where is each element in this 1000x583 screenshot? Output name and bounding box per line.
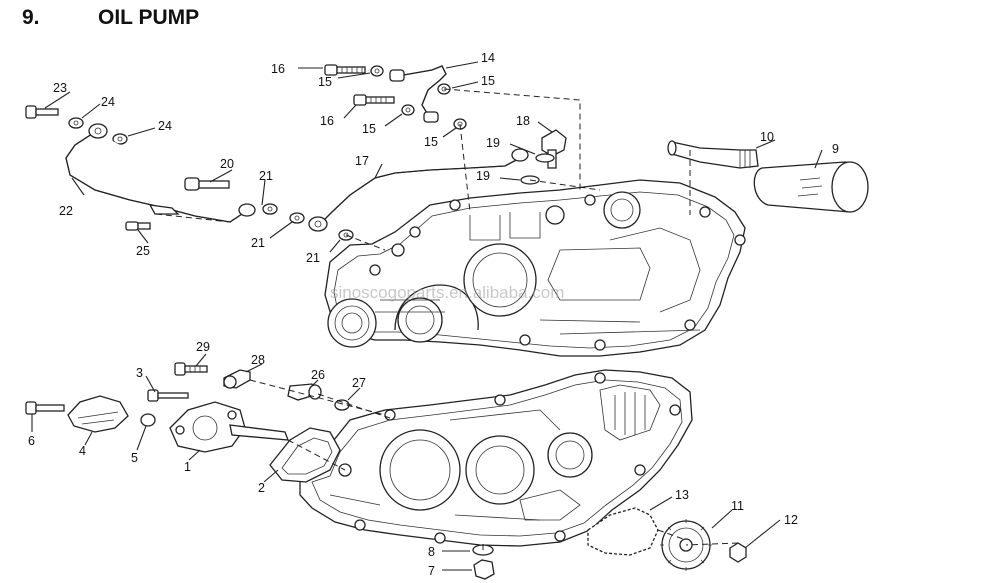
callout-15-right: 15 — [481, 74, 495, 88]
oil-pipe-22 — [65, 123, 256, 223]
callout-11: 11 — [731, 499, 744, 513]
washer-21-upper — [262, 203, 278, 215]
bolt-23 — [25, 105, 59, 119]
oil-pipe-14 — [389, 65, 447, 123]
callout-6: 6 — [28, 434, 35, 448]
section-heading: 9. OIL PUMP — [22, 6, 199, 30]
oil-pump-1 — [169, 401, 289, 453]
callout-16-lower: 16 — [320, 114, 334, 128]
callout-15-middle: 15 — [362, 122, 376, 136]
oil-pipe-17 — [308, 148, 529, 232]
callout-26: 26 — [311, 368, 325, 382]
callout-24-left: 24 — [101, 95, 115, 109]
section-title: OIL PUMP — [98, 6, 200, 29]
callout-2: 2 — [258, 481, 265, 495]
callout-15-lower: 15 — [424, 135, 438, 149]
callout-27: 27 — [352, 376, 366, 390]
callout-25: 25 — [136, 244, 150, 258]
bolt-29 — [174, 362, 208, 376]
callout-14: 14 — [481, 51, 495, 65]
callout-12: 12 — [784, 513, 798, 527]
callout-9: 9 — [832, 142, 839, 156]
callout-23: 23 — [53, 81, 67, 95]
callout-22: 22 — [59, 204, 73, 218]
dowel-28 — [223, 369, 251, 389]
callout-29: 29 — [196, 340, 210, 354]
callout-21-middle: 21 — [251, 236, 265, 250]
callout-5: 5 — [131, 451, 138, 465]
washer-21-middle — [289, 212, 305, 224]
drive-chain-13 — [587, 507, 659, 556]
callout-8: 8 — [428, 545, 435, 559]
callout-19-upper: 19 — [486, 136, 500, 150]
washer-24-right — [112, 133, 128, 145]
callout-18: 18 — [516, 114, 530, 128]
callout-17: 17 — [355, 154, 369, 168]
callout-24-right: 24 — [158, 119, 172, 133]
dowel-26 — [287, 383, 322, 401]
washer-19-upper — [535, 153, 555, 163]
callout-3: 3 — [136, 366, 143, 380]
callout-19-lower: 19 — [476, 169, 490, 183]
section-number: 9. — [22, 6, 40, 29]
washer-15-middle — [401, 104, 415, 116]
lower-crankcase — [299, 369, 693, 547]
alignment-lines — [155, 88, 739, 550]
watermark-text: sinoscogoparts.en.alibaba.com — [330, 283, 564, 302]
drain-bolt-7 — [473, 559, 495, 580]
bolt-20 — [184, 177, 230, 191]
bolt-16-upper — [324, 64, 366, 76]
union-bolt-10 — [667, 140, 759, 169]
callout-28: 28 — [251, 353, 265, 367]
upper-crankcase — [324, 179, 746, 357]
callout-7: 7 — [428, 564, 435, 578]
callout-4: 4 — [79, 444, 86, 458]
callout-10: 10 — [760, 130, 774, 144]
callout-13: 13 — [675, 488, 689, 502]
callout-20: 20 — [220, 157, 234, 171]
callout-15-upper: 15 — [318, 75, 332, 89]
callout-21-lower: 21 — [306, 251, 320, 265]
gasket-2 — [269, 427, 341, 483]
nut-12 — [729, 542, 747, 563]
o-ring-5 — [140, 413, 156, 427]
oil-strainer-4 — [67, 395, 129, 433]
callout-numbers: 16 15 14 15 16 15 15 18 19 19 17 23 24 2… — [28, 51, 839, 578]
bolt-25 — [125, 221, 151, 231]
bolt-6 — [25, 401, 65, 415]
washer-15-upper — [370, 65, 384, 77]
callout-1: 1 — [184, 460, 191, 474]
callout-16-upper: 16 — [271, 62, 285, 76]
bolt-3 — [147, 389, 189, 402]
bolt-16-lower — [353, 94, 395, 106]
leader-lines — [31, 61, 823, 571]
callout-21-upper: 21 — [259, 169, 273, 183]
washer-24-left — [68, 117, 84, 129]
oil-filter-9 — [753, 161, 869, 213]
